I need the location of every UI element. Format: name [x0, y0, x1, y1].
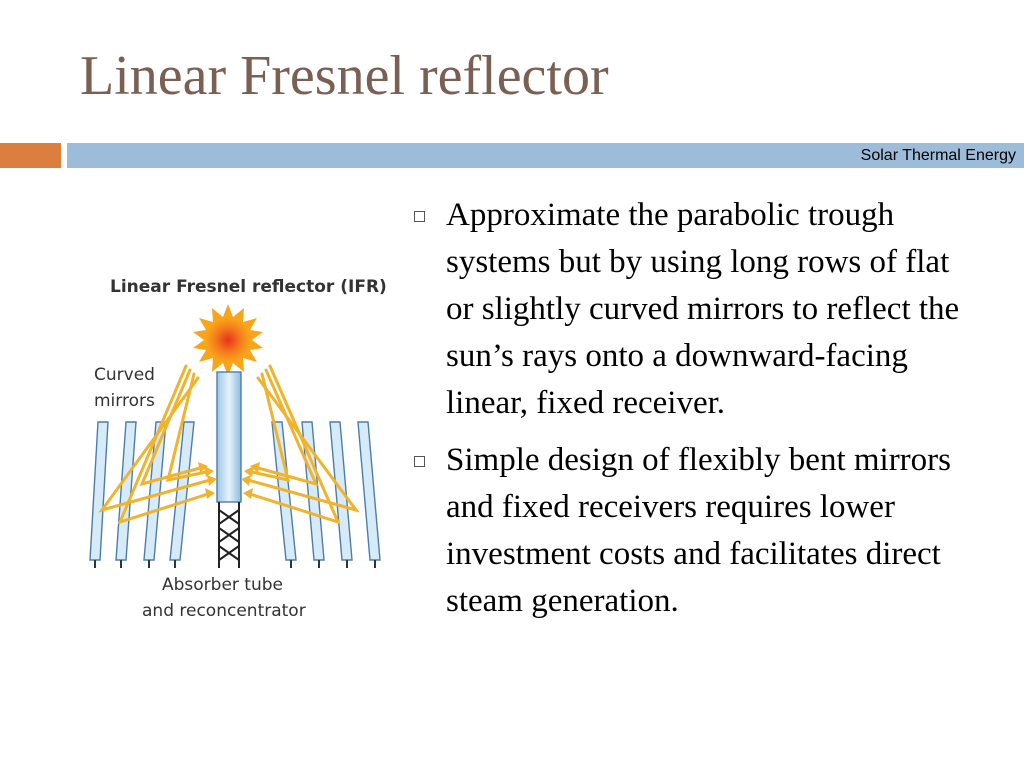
bullet-item: Approximate the parabolic trough systems… [410, 192, 1000, 427]
label-mirrors-line2: mirrors [94, 391, 155, 411]
receiver-tower-icon [216, 371, 242, 568]
bullet-list: Approximate the parabolic trough systems… [410, 192, 1000, 635]
label-mirrors-line1: Curved [94, 365, 155, 385]
figure-heading: Linear Fresnel reflector (IFR) [110, 277, 387, 297]
square-bullet-icon [414, 211, 425, 222]
bullet-text: Approximate the parabolic trough systems… [446, 197, 960, 421]
sun-rays [98, 364, 360, 525]
accent-bar-orange [0, 143, 61, 168]
label-absorber-line2: and reconcentrator [142, 601, 306, 621]
sun-icon [193, 304, 263, 376]
label-absorber-line1: Absorber tube [162, 575, 283, 595]
lfr-diagram: Linear Fresnel reflector (IFR) Curved mi… [80, 262, 390, 632]
accent-bar-blue [67, 143, 1024, 168]
slide-title: Linear Fresnel reflector [80, 45, 609, 107]
square-bullet-icon [414, 456, 425, 467]
mirror-icon [89, 421, 195, 561]
slide-subtitle: Solar Thermal Energy [860, 147, 1016, 164]
bullet-text: Simple design of flexibly bent mirrors a… [446, 442, 952, 619]
bullet-item: Simple design of flexibly bent mirrors a… [410, 437, 1000, 625]
